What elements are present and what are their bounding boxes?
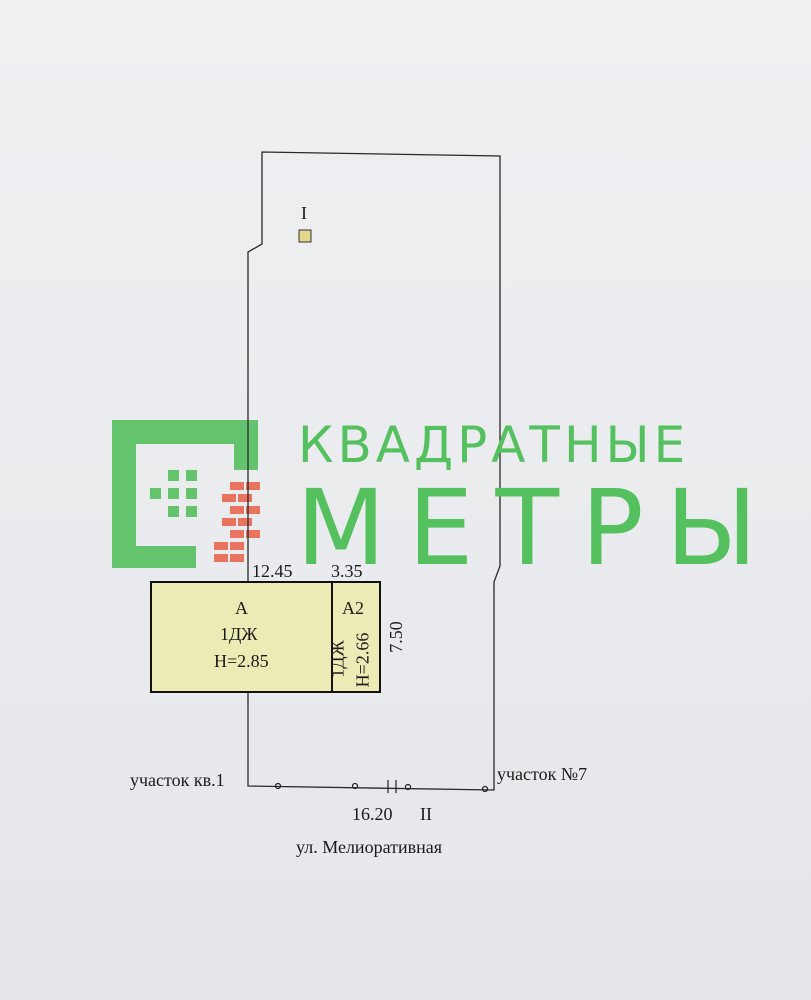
building-a2-name: А2 bbox=[342, 598, 364, 618]
building-a-type: 1ДЖ bbox=[220, 624, 258, 644]
dimension-width-a: 12.45 bbox=[252, 561, 293, 581]
watermark-title-line1: КВАДРАТНЫЕ bbox=[298, 416, 690, 474]
marker-label: I bbox=[301, 203, 307, 223]
building-a bbox=[150, 581, 333, 693]
frontage-nodes bbox=[274, 780, 489, 793]
frontage-marker: II bbox=[420, 804, 432, 824]
building-a-name: А bbox=[235, 598, 248, 618]
neighbor-right-label: участок №7 bbox=[497, 764, 588, 784]
building-a2 bbox=[331, 581, 381, 693]
building-a2-type: 1ДЖ bbox=[327, 640, 348, 678]
neighbor-left-label: участок кв.1 bbox=[130, 770, 225, 790]
dimension-width-a2: 3.35 bbox=[331, 561, 363, 581]
dimension-depth: 7.50 bbox=[385, 621, 406, 653]
dimension-frontage: 16.20 bbox=[352, 804, 393, 824]
plot-boundary bbox=[247, 151, 501, 791]
watermark-logo-dots bbox=[150, 470, 197, 517]
marker-square bbox=[298, 229, 312, 243]
watermark-title-line2: МЕТРЫ bbox=[296, 467, 780, 589]
street-name: ул. Мелиоративная bbox=[296, 837, 442, 857]
watermark-logo-bricks bbox=[214, 482, 260, 562]
building-a-height: H=2.85 bbox=[214, 651, 269, 671]
watermark-logo-frame bbox=[112, 420, 258, 568]
building-a2-height: H=2.66 bbox=[352, 632, 373, 688]
watermark-logo bbox=[112, 420, 260, 568]
